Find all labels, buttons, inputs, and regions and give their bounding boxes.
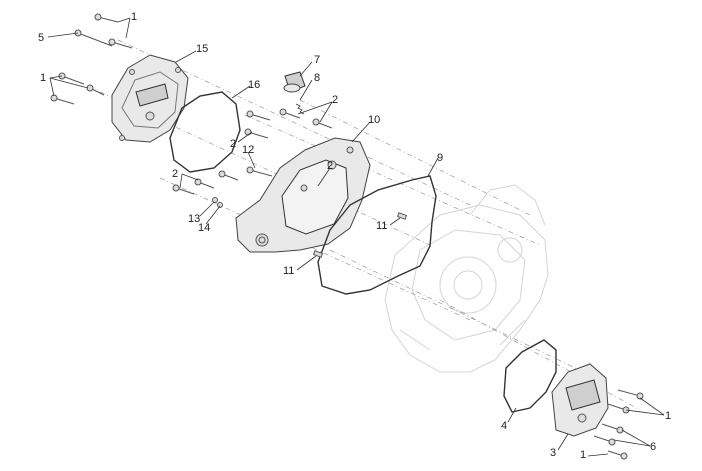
callout-7: 7 xyxy=(314,54,320,66)
callout-1: 1 xyxy=(40,72,46,84)
callout-labels: 1 5 15 1 7 8 16 2 10 2 12 2 9 2 13 14 11… xyxy=(38,11,671,461)
small-cover-gasket xyxy=(503,339,557,413)
callout-16: 16 xyxy=(248,79,260,91)
bolts-middle xyxy=(172,108,333,208)
small-cover xyxy=(551,363,609,437)
callout-2: 2 xyxy=(327,160,333,172)
bolts-bottom-right xyxy=(593,389,644,460)
callout-11: 11 xyxy=(283,265,294,277)
cover-gasket xyxy=(317,175,437,295)
callout-5: 5 xyxy=(38,32,44,44)
callout-1: 1 xyxy=(665,410,671,422)
callout-1: 1 xyxy=(580,449,586,461)
callout-15: 15 xyxy=(196,43,208,55)
callout-6: 6 xyxy=(650,441,656,453)
engine-block-ghost xyxy=(384,184,549,373)
callout-2: 2 xyxy=(230,138,236,150)
callout-1: 1 xyxy=(131,11,137,23)
callout-2: 2 xyxy=(332,94,338,106)
clutch-cover xyxy=(235,137,371,253)
oil-filler-cap xyxy=(283,71,306,93)
callout-12: 12 xyxy=(242,144,254,156)
spring-clip xyxy=(295,103,305,115)
dowel-pins xyxy=(312,212,408,258)
callout-13: 13 xyxy=(188,213,200,225)
callout-4: 4 xyxy=(501,420,507,432)
callout-11: 11 xyxy=(376,220,387,232)
outer-cover xyxy=(111,54,189,143)
leader-lines xyxy=(47,17,665,457)
callout-8: 8 xyxy=(314,72,320,84)
callout-10: 10 xyxy=(368,114,380,126)
callout-14: 14 xyxy=(198,222,210,234)
callout-9: 9 xyxy=(437,152,443,164)
callout-2: 2 xyxy=(172,168,178,180)
o-ring-gasket xyxy=(169,91,241,173)
callout-3: 3 xyxy=(550,447,556,459)
